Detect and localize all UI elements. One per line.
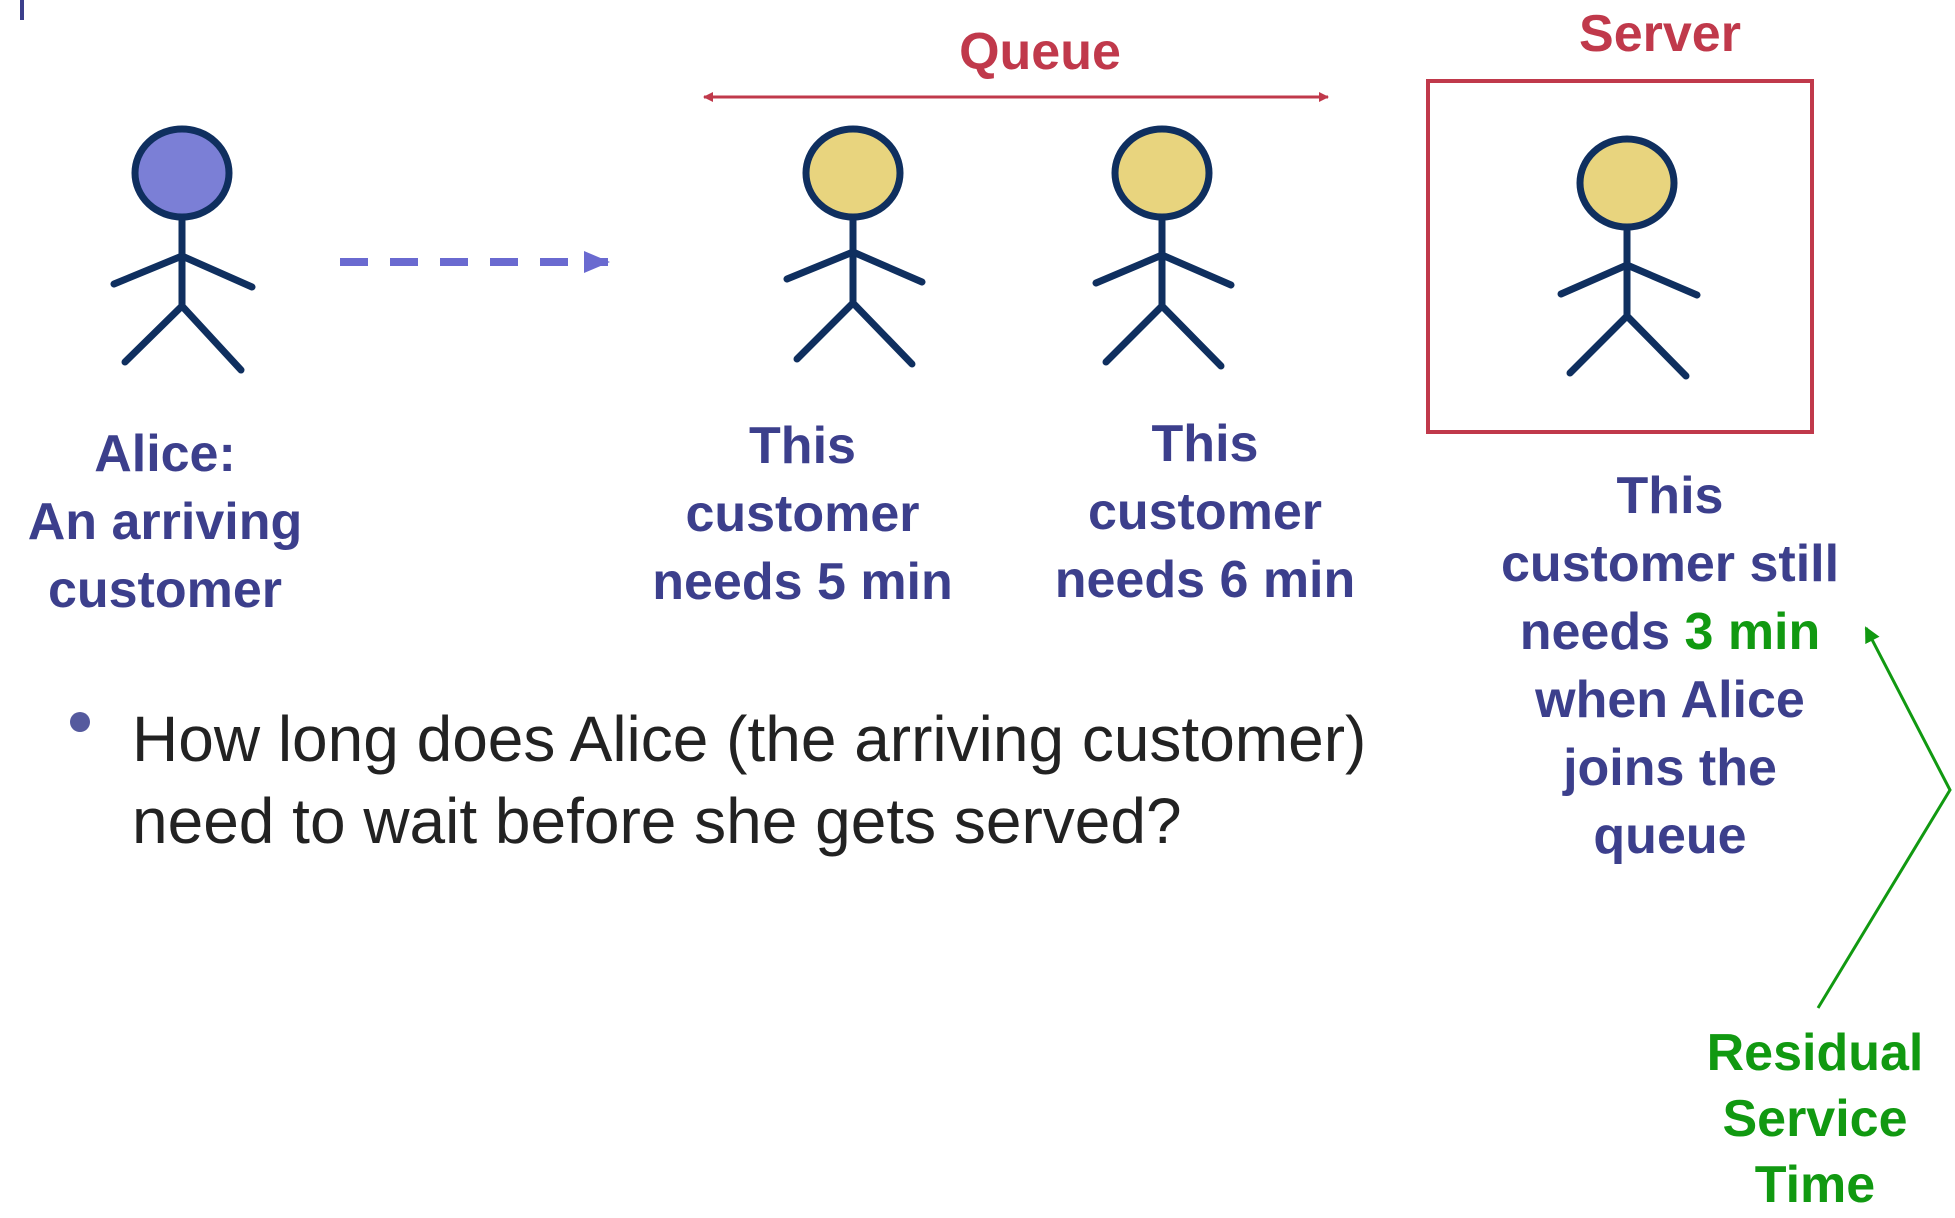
customer-1-label-line-2: customer [685,485,920,543]
residual-pointer-arrow [1816,626,1952,1009]
alice-label-line-1: Alice: [94,425,236,483]
server-customer-right-arm [1623,261,1701,299]
residual-service-time-label: Residual Service Time [1680,1020,1950,1218]
customer-2-label-line-2: customer [1087,483,1323,541]
alice-left-arm [110,252,186,288]
customer-1-head [802,125,904,221]
alice-right-leg [178,302,245,374]
server-customer-head [1576,135,1678,231]
customer-1-left-arm [783,248,857,283]
alice-head [131,125,233,221]
customer-2-head [1111,125,1213,221]
residual-label-line-2: Service [1722,1090,1908,1148]
alice-label-line-2: An arriving [27,493,303,551]
question-text: How long does Alice (the arriving custom… [132,703,1367,857]
queue-customer-2-figure [1092,125,1235,370]
alice-right-arm [178,252,256,291]
alice-label: Alice: An arriving customer [0,420,330,624]
customer-2-right-arm [1158,251,1235,289]
residual-label-line-3: Time [1754,1156,1876,1214]
queue-title: Queue [959,23,1121,81]
customer-1-label-line-3: needs 5 min [652,553,953,611]
server-label-line-6: queue [1593,807,1747,865]
server-label-line-4: when Alice [1535,671,1805,729]
server-label-line-3: needs 3 min [1440,598,1900,666]
customer-1-label-line-1: This [749,417,856,475]
customer-2-label: This customer needs 6 min [1020,410,1390,614]
server-customer-left-arm [1557,261,1631,298]
customer-2-left-leg [1102,302,1166,366]
customer-2-label-line-1: This [1151,415,1259,473]
server-label-line-3-prefix: needs [1519,603,1685,661]
remaining-time-highlight: 3 min [1684,603,1821,661]
alice-left-leg [121,302,186,366]
server-label-line-2: customer still [1500,535,1840,593]
queue-customer-1-figure [783,125,926,368]
server-customer-figure [1557,135,1701,380]
alice-label-line-3: customer [47,561,283,619]
customer-1-right-arm [849,248,926,286]
bullet-dot-icon [70,712,90,732]
server-label-line-1: This [1616,467,1724,525]
server-title: Server [1579,5,1741,63]
customer-2-left-arm [1092,251,1166,287]
residual-label-line-1: Residual [1706,1024,1924,1082]
server-customer-left-leg [1566,312,1631,377]
customer-1-right-leg [849,299,916,368]
customer-2-right-leg [1158,302,1225,370]
alice-figure [110,125,256,374]
server-customer-right-leg [1623,312,1690,380]
server-box [1426,79,1814,434]
server-label-line-5: joins the [1563,739,1777,797]
customer-1-label: This customer needs 5 min [620,412,985,616]
customer-2-label-line-3: needs 6 min [1054,551,1356,609]
customer-1-left-leg [793,299,857,363]
server-customer-label: This customer still needs 3 min when Ali… [1440,462,1900,870]
